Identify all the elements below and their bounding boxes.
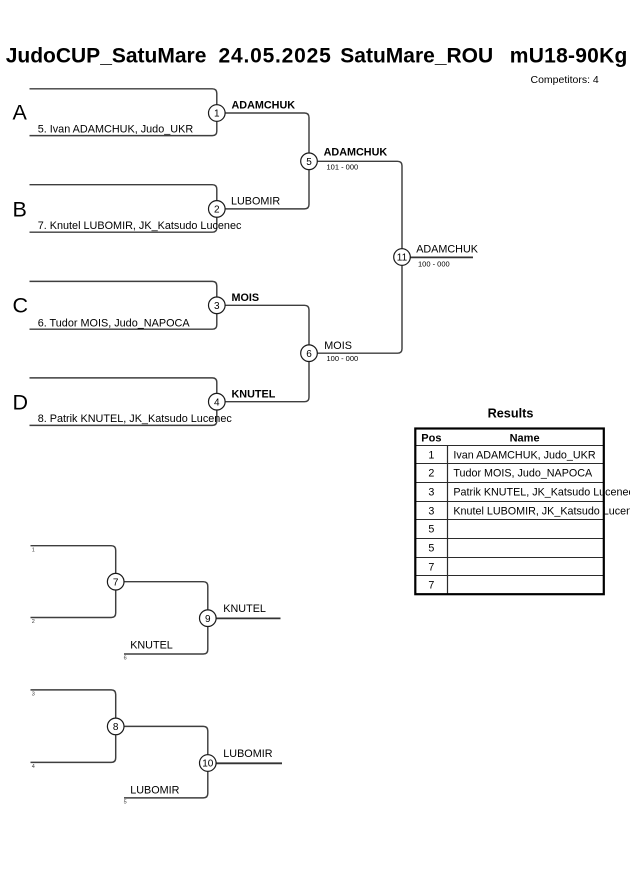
svg-text:100 - 000: 100 - 000: [418, 259, 450, 268]
svg-text:Ivan ADAMCHUK, Judo_UKR: Ivan ADAMCHUK, Judo_UKR: [453, 450, 595, 462]
svg-text:KNUTEL: KNUTEL: [223, 603, 266, 615]
svg-text:5. Ivan ADAMCHUK, Judo_UKR: 5. Ivan ADAMCHUK, Judo_UKR: [38, 123, 194, 135]
svg-text:LUBOMIR: LUBOMIR: [130, 784, 179, 796]
svg-text:D: D: [13, 390, 29, 414]
svg-text:ADAMCHUK: ADAMCHUK: [232, 99, 296, 111]
svg-text:1: 1: [32, 547, 35, 553]
svg-text:5: 5: [306, 157, 312, 168]
svg-text:9: 9: [205, 614, 211, 625]
svg-text:MOIS: MOIS: [324, 340, 352, 352]
svg-text:4: 4: [214, 397, 220, 408]
svg-text:KNUTEL: KNUTEL: [232, 388, 276, 400]
svg-text:24.05.2025: 24.05.2025: [219, 44, 332, 67]
svg-text:7: 7: [113, 577, 119, 588]
svg-text:5: 5: [428, 543, 434, 555]
svg-text:5: 5: [428, 524, 434, 536]
svg-text:3: 3: [32, 692, 35, 698]
svg-text:7: 7: [428, 562, 434, 574]
svg-text:mU18-90Kg: mU18-90Kg: [510, 44, 628, 67]
svg-text:MOIS: MOIS: [232, 292, 260, 304]
svg-text:Tudor MOIS, Judo_NAPOCA: Tudor MOIS, Judo_NAPOCA: [453, 468, 593, 480]
svg-text:4: 4: [32, 764, 35, 770]
svg-text:6: 6: [124, 656, 127, 662]
svg-text:100 - 000: 100 - 000: [327, 354, 359, 363]
svg-text:Knutel LUBOMIR, JK_Katsudo Luc: Knutel LUBOMIR, JK_Katsudo Lucenec: [453, 506, 630, 518]
svg-text:A: A: [13, 101, 28, 125]
svg-text:2: 2: [428, 468, 434, 480]
svg-text:Competitors: 4: Competitors: 4: [531, 74, 599, 86]
svg-text:KNUTEL: KNUTEL: [130, 639, 173, 651]
svg-text:C: C: [13, 294, 29, 318]
svg-text:2: 2: [32, 619, 35, 625]
svg-text:7: 7: [428, 580, 434, 592]
svg-text:3: 3: [214, 301, 220, 312]
svg-text:3: 3: [428, 506, 434, 518]
svg-text:6: 6: [306, 349, 312, 360]
svg-text:3: 3: [428, 487, 434, 499]
svg-text:LUBOMIR: LUBOMIR: [231, 196, 280, 208]
svg-text:8. Patrik KNUTEL, JK_Katsudo L: 8. Patrik KNUTEL, JK_Katsudo Lucenec: [38, 413, 233, 425]
svg-text:8: 8: [113, 722, 119, 733]
svg-text:5: 5: [124, 800, 127, 806]
svg-text:1: 1: [214, 109, 220, 120]
svg-text:SatuMare_ROU: SatuMare_ROU: [340, 44, 493, 67]
svg-text:6. Tudor MOIS, Judo_NAPOCA: 6. Tudor MOIS, Judo_NAPOCA: [38, 317, 191, 329]
svg-text:Name: Name: [510, 432, 540, 444]
svg-text:LUBOMIR: LUBOMIR: [223, 748, 272, 760]
svg-text:7. Knutel LUBOMIR, JK_Katsudo: 7. Knutel LUBOMIR, JK_Katsudo Lucenec: [38, 220, 242, 232]
svg-text:10: 10: [202, 759, 214, 770]
svg-text:Pos: Pos: [421, 432, 441, 444]
svg-text:11: 11: [397, 253, 408, 264]
svg-text:B: B: [13, 198, 27, 222]
svg-text:Patrik KNUTEL, JK_Katsudo Luce: Patrik KNUTEL, JK_Katsudo Lucenec: [453, 487, 630, 499]
svg-text:1: 1: [428, 450, 434, 462]
svg-text:2: 2: [214, 205, 220, 216]
svg-text:JudoCUP_SatuMare: JudoCUP_SatuMare: [6, 44, 207, 67]
svg-text:101 - 000: 101 - 000: [327, 162, 359, 171]
svg-text:Results: Results: [488, 406, 534, 420]
svg-text:ADAMCHUK: ADAMCHUK: [324, 146, 388, 158]
svg-text:ADAMCHUK: ADAMCHUK: [416, 243, 479, 255]
